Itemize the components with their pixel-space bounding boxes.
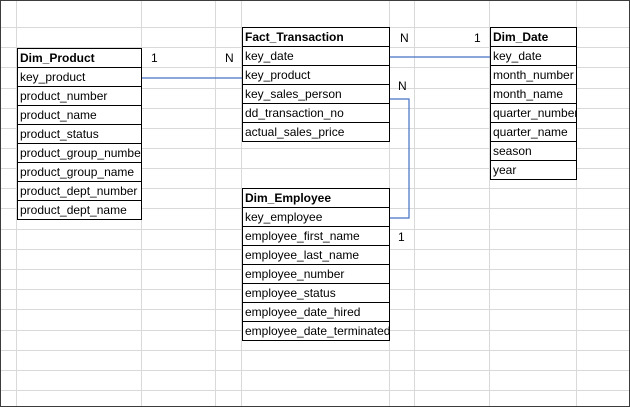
table-dim-product: Dim_Product key_product product_number p… xyxy=(17,48,142,220)
table-fact-transaction: Fact_Transaction key_date key_product ke… xyxy=(242,27,390,142)
field-month-number: month_number xyxy=(490,66,577,85)
employee-to-fact-line xyxy=(390,98,410,219)
field-key-product: key_product xyxy=(242,66,390,85)
gridline xyxy=(489,1,490,406)
gridline xyxy=(215,1,216,406)
field-dd-transaction-no: dd_transaction_no xyxy=(242,104,390,123)
table-title: Dim_Product xyxy=(17,48,142,68)
field-product-number: product_number xyxy=(17,87,142,106)
field-employee-number: employee_number xyxy=(242,265,390,284)
gridline xyxy=(576,1,577,406)
field-product-group-name: product_group_name xyxy=(17,163,142,182)
field-product-dept-name: product_dept_name xyxy=(17,201,142,220)
gridline xyxy=(1,168,629,169)
gridline xyxy=(1,350,629,351)
field-employee-date-hired: employee_date_hired xyxy=(242,303,390,322)
cardinality-label-employee-many: N xyxy=(398,79,407,93)
field-key-date: key_date xyxy=(242,47,390,66)
field-employee-status: employee_status xyxy=(242,284,390,303)
gridline xyxy=(16,1,17,406)
gridline xyxy=(1,390,629,391)
table-dim-date: Dim_Date key_date month_number month_nam… xyxy=(490,27,577,180)
cardinality-label-date-many: N xyxy=(400,31,409,45)
field-actual-sales-price: actual_sales_price xyxy=(242,123,390,142)
field-product-status: product_status xyxy=(17,125,142,144)
field-employee-last-name: employee_last_name xyxy=(242,246,390,265)
field-year: year xyxy=(490,161,577,180)
gridline xyxy=(1,148,629,149)
field-key-sales-person: key_sales_person xyxy=(242,85,390,104)
gridline xyxy=(241,1,242,406)
cardinality-label-product-many: N xyxy=(225,51,234,65)
cardinality-label-product-one: 1 xyxy=(151,51,158,65)
field-key-date: key_date xyxy=(490,47,577,66)
field-quarter-name: quarter_name xyxy=(490,123,577,142)
field-month-name: month_name xyxy=(490,85,577,104)
table-title: Fact_Transaction xyxy=(242,27,390,47)
field-quarter-number: quarter_number xyxy=(490,104,577,123)
cardinality-label-employee-one: 1 xyxy=(398,230,405,244)
table-dim-employee: Dim_Employee key_employee employee_first… xyxy=(242,188,390,341)
field-key-employee: key_employee xyxy=(242,208,390,227)
field-employee-date-terminated: employee_date_terminated xyxy=(242,322,390,341)
field-product-dept-number: product_dept_number xyxy=(17,182,142,201)
table-title: Dim_Date xyxy=(490,27,577,47)
gridline xyxy=(414,1,415,406)
field-key-product: key_product xyxy=(17,68,142,87)
table-title: Dim_Employee xyxy=(242,188,390,208)
field-season: season xyxy=(490,142,577,161)
cardinality-label-date-one: 1 xyxy=(474,31,481,45)
gridline xyxy=(1,370,629,371)
field-product-name: product_name xyxy=(17,106,142,125)
field-product-group-number: product_group_number xyxy=(17,144,142,163)
field-employee-first-name: employee_first_name xyxy=(242,227,390,246)
